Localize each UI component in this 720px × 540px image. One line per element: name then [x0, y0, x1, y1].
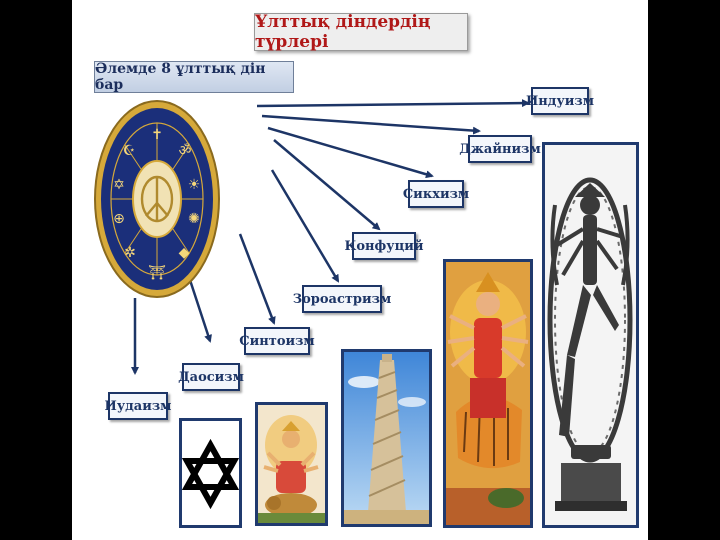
label-zoroastrianism: Зороастризм	[293, 285, 391, 313]
svg-text:✺: ✺	[188, 211, 200, 227]
arrow-taoism	[188, 279, 212, 343]
label-induizm: Индуизм	[526, 87, 594, 115]
svg-text:⛩: ⛩	[148, 265, 166, 281]
svg-text:ॐ: ॐ	[179, 143, 192, 159]
svg-text:⊕: ⊕	[113, 211, 125, 227]
minaret-picture	[341, 349, 432, 527]
durga-picture	[443, 259, 533, 528]
page-title: Ұлттық діндердің түрлері	[254, 12, 468, 52]
nataraja-statue-icon	[545, 145, 636, 525]
svg-text:✡: ✡	[113, 177, 125, 193]
arrow-jainism	[261, 114, 481, 135]
religious-symbols-medallion-icon: ✝ ॐ ☀ ✺ ◆ ⛩ ✲ ⊕ ✡ ☪	[94, 100, 220, 298]
nataraja-picture	[542, 142, 639, 528]
label-taoism: Даосизм	[178, 363, 244, 391]
goddess-painting-icon	[258, 405, 325, 523]
label-sikhism: Сикхизм	[403, 180, 469, 208]
svg-text:☪: ☪	[123, 143, 136, 159]
arrow-confucius	[273, 139, 381, 231]
star-of-david-icon	[182, 438, 239, 510]
label-shintoism: Синтоизм	[239, 327, 315, 355]
arrow-shintoism	[238, 233, 276, 325]
goddess-picture	[255, 402, 328, 526]
svg-text:✲: ✲	[124, 245, 136, 261]
label-judaism: Иудаизм	[105, 392, 171, 420]
svg-text:☀: ☀	[188, 177, 201, 193]
spiral-minaret-icon	[344, 352, 429, 524]
slide: Ұлттық діндердің түрлері Әлемде 8 ұлттық…	[72, 0, 648, 540]
svg-text:✝: ✝	[151, 127, 163, 143]
durga-painting-icon	[446, 262, 530, 525]
connector-arrows	[131, 99, 530, 375]
arrow-zoroastrianism	[270, 169, 340, 283]
label-jainism: Джайнизм	[459, 135, 541, 163]
star-of-david-picture	[179, 418, 242, 528]
arrow-induizm	[256, 99, 530, 108]
label-confucius: Конфуций	[345, 232, 423, 260]
svg-text:◆: ◆	[179, 245, 190, 261]
arrow-sikhism	[267, 126, 434, 179]
subtitle-box: Әлемде 8 ұлттық дін бар	[94, 61, 294, 93]
